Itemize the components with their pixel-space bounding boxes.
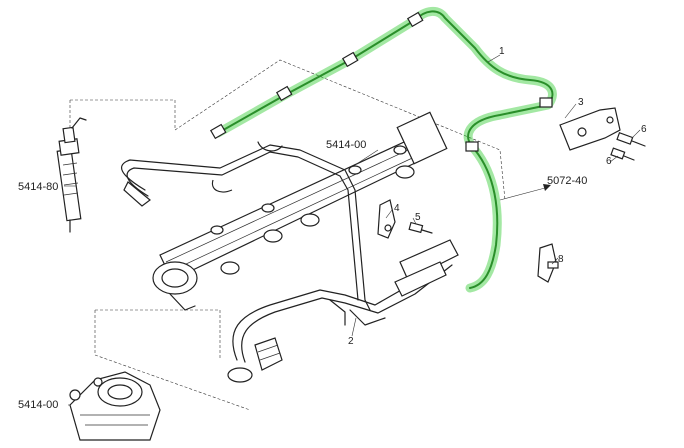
bolt-5[interactable] [408, 221, 433, 234]
return-line-1[interactable] [209, 7, 557, 293]
connector-4 [406, 11, 424, 28]
ref-rail: 5414-00 [326, 139, 366, 151]
connector-3 [341, 51, 359, 68]
clip-4[interactable] [377, 199, 396, 239]
leader-lines [64, 54, 641, 406]
high-pressure-pump[interactable] [69, 371, 161, 441]
perspective-frames [69, 59, 506, 411]
callout-4: 4 [394, 203, 400, 214]
leak-off-hose[interactable] [120, 141, 371, 311]
bracket-3[interactable] [559, 107, 621, 151]
ref-pump: 5414-00 [18, 399, 58, 411]
ref-tank-return: 5072-40 [547, 175, 587, 187]
connector-6 [465, 141, 479, 152]
callout-8: 8 [558, 254, 564, 265]
callout-2: 2 [348, 336, 354, 347]
bolt-6a[interactable] [616, 132, 646, 147]
callout-6b: 6 [606, 156, 612, 167]
bolt-6b[interactable] [610, 147, 635, 161]
injector[interactable] [56, 117, 87, 233]
callout-5: 5 [415, 212, 421, 223]
return-hose-2[interactable] [227, 239, 459, 383]
callouts: 1 3 6 6 4 5 8 2 [348, 46, 647, 347]
callout-6a: 6 [641, 124, 647, 135]
connector-5 [539, 97, 553, 108]
sensor-8[interactable] [537, 243, 559, 283]
callout-3: 3 [578, 97, 584, 108]
callout-1: 1 [499, 46, 505, 57]
connector-1 [209, 123, 227, 140]
reference-labels: 5414-80 5414-00 5072-40 5414-00 [18, 139, 587, 411]
ref-injector: 5414-80 [18, 181, 58, 193]
fuel-rail[interactable] [152, 111, 448, 311]
connector-2 [275, 85, 293, 102]
